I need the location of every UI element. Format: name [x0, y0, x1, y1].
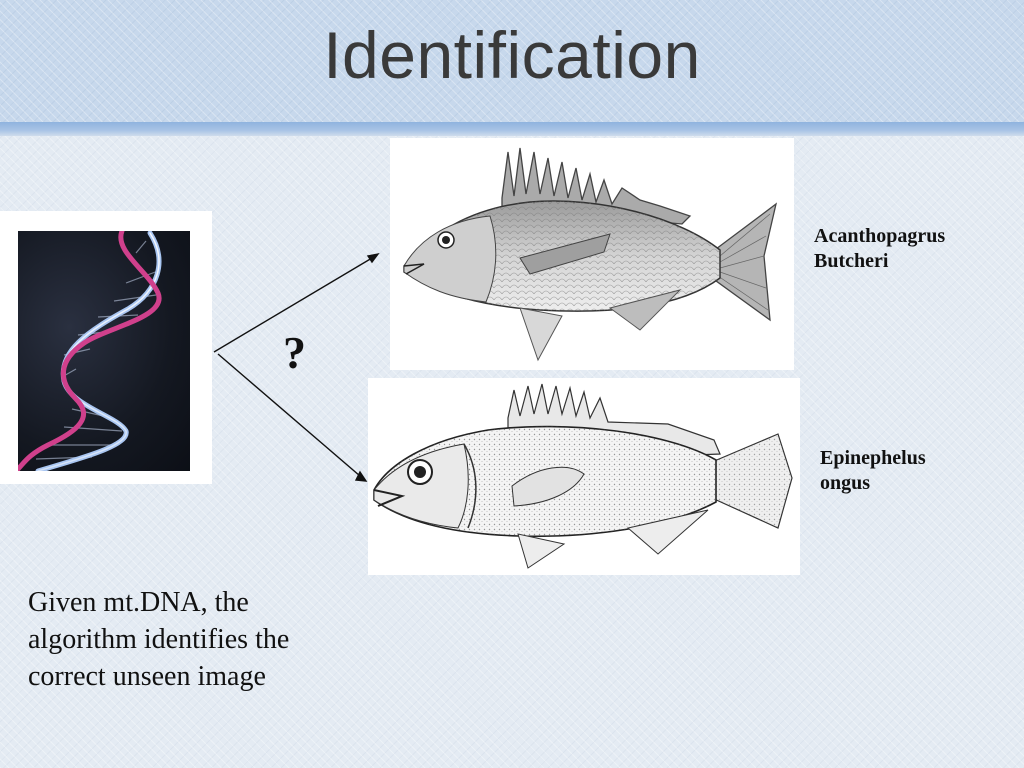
dna-helix-image — [18, 231, 190, 471]
fish-label-epinephelus: Epinephelus ongus — [820, 447, 926, 494]
fish-illustration-icon — [373, 383, 793, 569]
header-band — [0, 0, 1024, 122]
slide-title: Identification — [323, 18, 701, 92]
caption-text: Given mt.DNA, the algorithm identifies t… — [28, 584, 368, 695]
fish-image-epinephelus — [368, 378, 800, 575]
fish-label-acanthopagrus: Acanthopagrus Butcheri — [814, 225, 946, 272]
fish-image-acanthopagrus — [390, 138, 794, 370]
caption-line-3: correct unseen image — [28, 661, 266, 692]
caption-line-1: Given mt.DNA, the — [28, 587, 249, 618]
question-mark: ? — [283, 327, 306, 378]
caption-line-2: algorithm identifies the — [28, 624, 290, 655]
fish-illustration-icon — [403, 147, 778, 362]
header-stripe — [0, 122, 1024, 136]
dna-image-frame — [0, 211, 212, 484]
